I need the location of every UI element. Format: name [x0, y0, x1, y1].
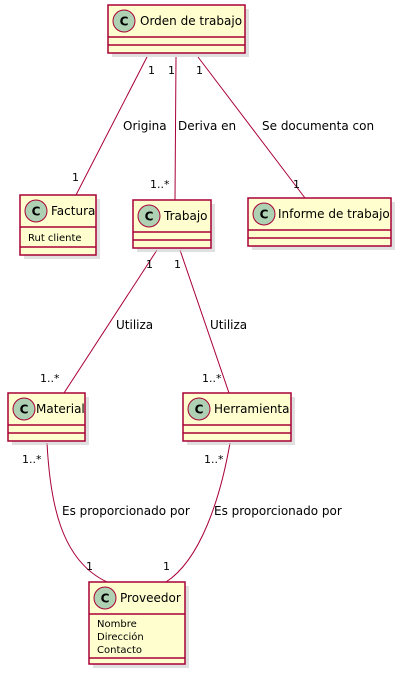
- stereotype-c: C: [120, 15, 129, 29]
- multiplicity-from: 1: [146, 258, 153, 271]
- stereotype-c: C: [101, 592, 110, 606]
- class-factura[interactable]: C Factura Rut cliente: [19, 194, 100, 259]
- stereotype-c: C: [145, 210, 154, 224]
- class-name: Informe de trabajo: [278, 207, 390, 221]
- multiplicity-from: 1..*: [22, 453, 42, 466]
- relation-orden-factura: Origina 1 1: [72, 56, 167, 196]
- class-attribute: Dirección: [97, 631, 144, 643]
- multiplicity-from: 1: [168, 64, 175, 77]
- multiplicity-from: 1..*: [204, 453, 224, 466]
- multiplicity-to: 1: [293, 178, 300, 191]
- class-herramienta[interactable]: C Herramienta: [182, 392, 295, 445]
- multiplicity-to: 1: [86, 560, 93, 573]
- class-stereotype-icon: C: [137, 204, 161, 228]
- multiplicity-to: 1..*: [202, 372, 222, 385]
- relation-orden-informe: Se documenta con 1 1: [196, 56, 374, 199]
- stereotype-c: C: [195, 403, 204, 417]
- class-stereotype-icon: C: [187, 397, 211, 421]
- class-name: Proveedor: [120, 591, 181, 605]
- multiplicity-from: 1: [174, 258, 181, 271]
- class-material[interactable]: C Material: [7, 392, 89, 445]
- relation-label: Es proporcionado por: [62, 504, 190, 518]
- class-orden-de-trabajo[interactable]: C Orden de trabajo: [107, 4, 249, 57]
- multiplicity-from: 1: [148, 64, 155, 77]
- multiplicity-to: 1..*: [150, 178, 170, 191]
- class-name: Orden de trabajo: [140, 14, 242, 28]
- relation-orden-trabajo: Deriva en 1 1..*: [150, 56, 236, 201]
- relation-trabajo-herramienta: Utiliza 1 1..*: [174, 249, 247, 394]
- class-stereotype-icon: C: [112, 9, 136, 33]
- multiplicity-to: 1..*: [40, 372, 60, 385]
- relation-herramienta-proveedor: Es proporcionado por 1..* 1: [163, 442, 342, 583]
- multiplicity-to: 1: [163, 560, 170, 573]
- relation-label: Es proporcionado por: [214, 504, 342, 518]
- stereotype-c: C: [32, 205, 41, 219]
- class-trabajo[interactable]: C Trabajo: [132, 199, 215, 252]
- class-name: Factura: [51, 204, 95, 218]
- relation-trabajo-material: Utiliza 1 1..*: [40, 249, 158, 394]
- stereotype-c: C: [260, 208, 269, 222]
- class-attribute: Nombre: [97, 619, 137, 630]
- relation-label: Utiliza: [116, 318, 153, 332]
- relation-label: Origina: [123, 119, 167, 133]
- class-name: Herramienta: [214, 402, 290, 416]
- class-name: Material: [36, 402, 85, 416]
- relation-material-proveedor: Es proporcionado por 1..* 1: [22, 442, 190, 583]
- multiplicity-to: 1: [72, 171, 79, 184]
- relation-label: Deriva en: [178, 119, 236, 133]
- stereotype-c: C: [20, 403, 29, 417]
- multiplicity-from: 1: [196, 64, 203, 77]
- class-attribute: Contacto: [97, 645, 142, 656]
- class-attribute: Rut cliente: [28, 233, 82, 244]
- class-proveedor[interactable]: C Proveedor Nombre Dirección Contacto: [88, 581, 189, 668]
- class-name: Trabajo: [163, 209, 208, 223]
- class-stereotype-icon: C: [252, 202, 276, 226]
- relation-label: Utiliza: [210, 318, 247, 332]
- class-informe-de-trabajo[interactable]: C Informe de trabajo: [247, 197, 395, 250]
- class-stereotype-icon: C: [93, 586, 117, 610]
- relation-label: Se documenta con: [262, 119, 374, 133]
- class-stereotype-icon: C: [12, 397, 36, 421]
- class-stereotype-icon: C: [24, 199, 48, 223]
